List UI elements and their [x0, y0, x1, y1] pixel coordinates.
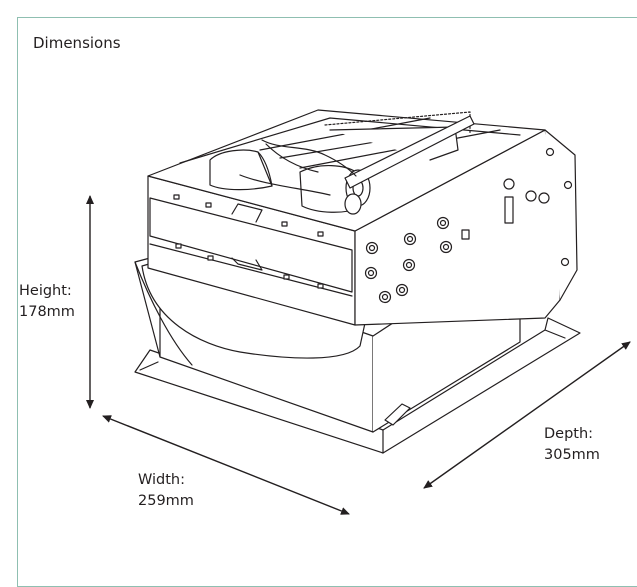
width-arrow: [102, 415, 350, 515]
stacker-front: [141, 261, 366, 359]
page-title: Dimensions: [33, 34, 121, 52]
height-label-text: Height:: [19, 283, 72, 299]
height-value: 178mm: [19, 304, 75, 320]
height-label: Height: 178mm: [19, 281, 75, 323]
depth-arrow: [423, 341, 631, 489]
device-illustration: [134, 109, 581, 454]
dimension-drawing: [86, 109, 631, 515]
